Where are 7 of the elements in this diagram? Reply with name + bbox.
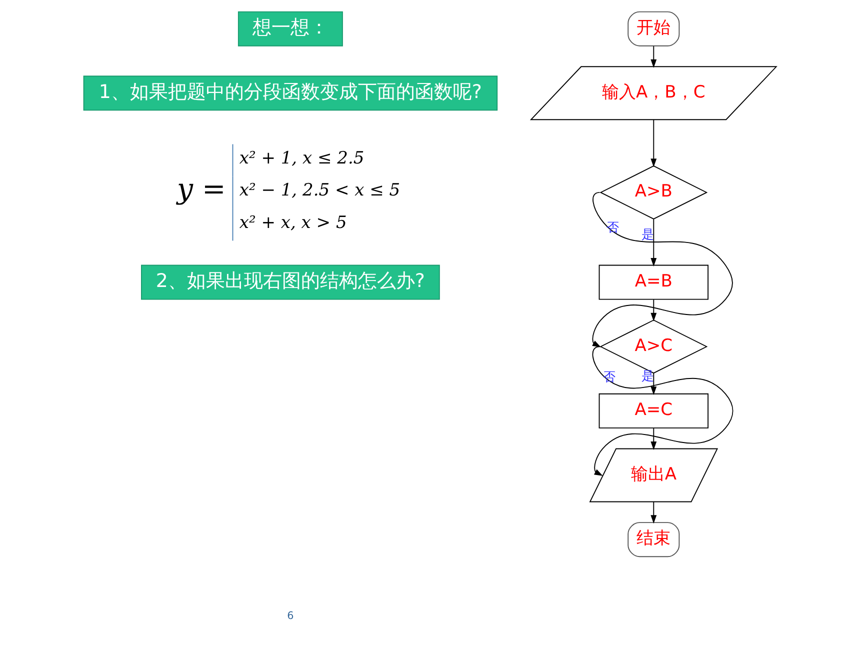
edge-label: 是 xyxy=(642,228,654,242)
label: x² + x, x > 5 xyxy=(239,212,347,233)
edge-label: 否 xyxy=(606,220,618,235)
label: y = xyxy=(176,172,226,206)
label: 6 xyxy=(287,610,294,622)
label: x² + 1, x ≤ 2.5 xyxy=(239,148,364,169)
label: x² − 1, 2.5 < x ≤ 5 xyxy=(239,180,400,201)
